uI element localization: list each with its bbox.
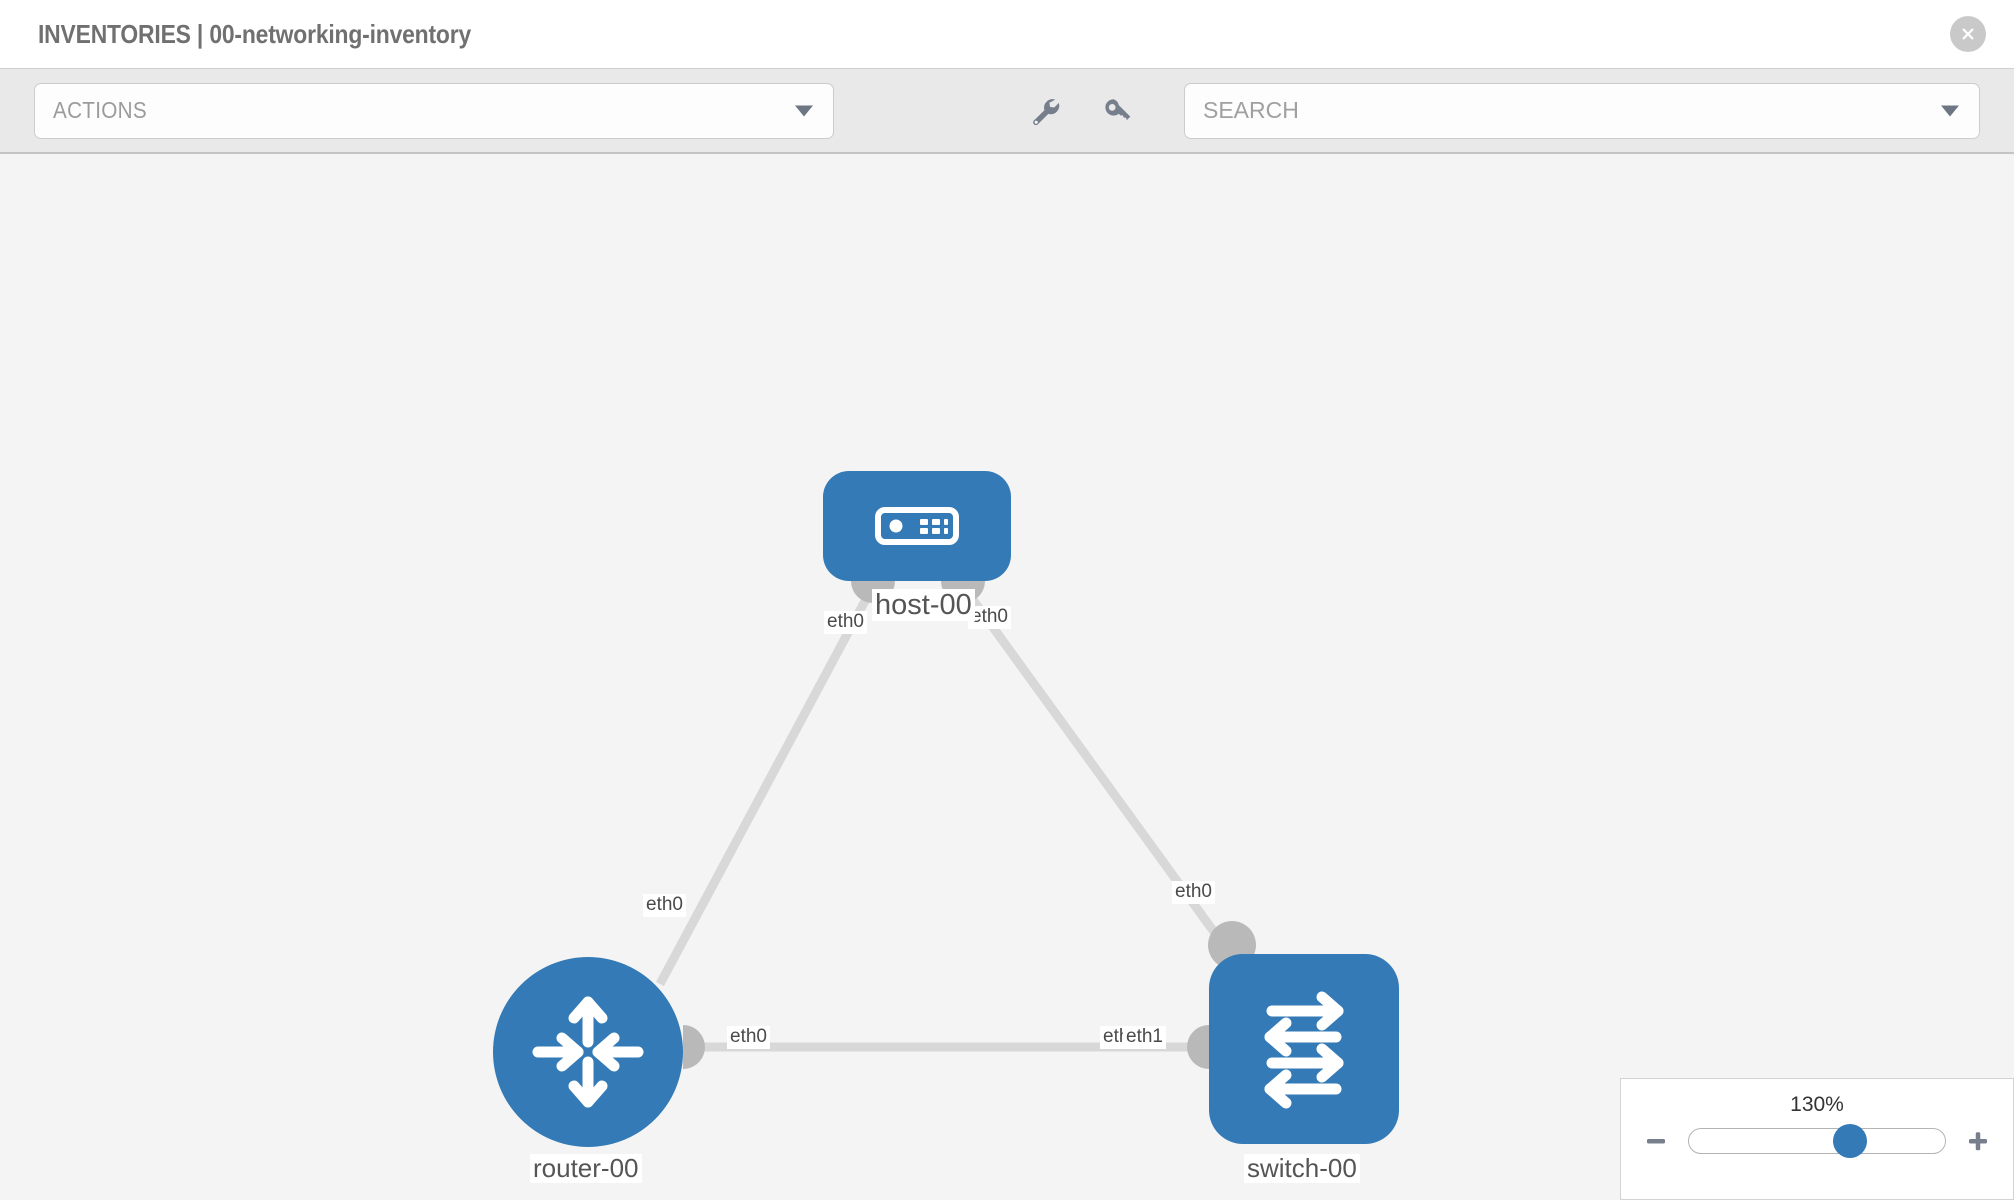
topology-ports (683, 581, 1256, 1069)
chevron-down-icon (795, 105, 813, 116)
node-label-switch-00: switch-00 (1244, 1154, 1360, 1184)
edge-label-host-left: eth0 (824, 611, 867, 634)
port-switch-eth1 (1187, 1025, 1209, 1069)
node-label-router-00: router-00 (530, 1154, 642, 1184)
edge-label-host-right: eth0 (968, 606, 1011, 629)
switch-arrows-icon (1264, 991, 1344, 1109)
search-input[interactable] (1203, 97, 1961, 124)
node-host-00[interactable] (823, 471, 1011, 581)
wrench-icon[interactable] (1024, 90, 1066, 132)
toolbar-icons (1024, 90, 1138, 132)
zoom-slider-track[interactable] (1688, 1124, 1946, 1158)
node-switch-00[interactable] (1209, 954, 1399, 1144)
close-icon[interactable] (1950, 16, 1986, 52)
page-title: INVENTORIES | 00-networking-inventory (38, 18, 472, 49)
edge-label-router-upper: eth0 (643, 894, 686, 917)
edge-label-switch-upper: eth0 (1172, 881, 1215, 904)
link-host-router (656, 583, 877, 987)
zoom-in-button[interactable] (1964, 1127, 1992, 1155)
router-arrows-icon (532, 996, 644, 1108)
actions-dropdown-label: ACTIONS (53, 97, 147, 123)
page-header: INVENTORIES | 00-networking-inventory (0, 0, 2014, 68)
toolbar: ACTIONS (0, 68, 2014, 154)
edge-label-router-right: eth0 (727, 1026, 770, 1049)
zoom-slider-row (1642, 1124, 1992, 1158)
topology-canvas[interactable]: eth0 eth0 eth0 eth0 eth0 eth0 eth1 host-… (0, 154, 2014, 1200)
key-icon[interactable] (1096, 90, 1138, 132)
zoom-slider-thumb[interactable] (1833, 1124, 1868, 1158)
zoom-control-panel: 130% (1620, 1078, 2014, 1200)
port-router-eth0 (683, 1025, 705, 1069)
actions-dropdown[interactable]: ACTIONS (34, 82, 834, 139)
zoom-percent-label: 130% (1790, 1093, 1844, 1116)
search-box[interactable] (1184, 82, 1980, 139)
zoom-out-button[interactable] (1642, 1127, 1670, 1155)
topology-links (656, 583, 1234, 1052)
topology-graph (656, 581, 1256, 1069)
search-chevron-down-icon[interactable] (1941, 105, 1959, 116)
edge-label-switch-left-b: eth1 (1123, 1026, 1166, 1049)
node-router-00[interactable] (493, 957, 683, 1147)
server-icon (875, 507, 959, 545)
node-label-host-00: host-00 (872, 589, 975, 622)
